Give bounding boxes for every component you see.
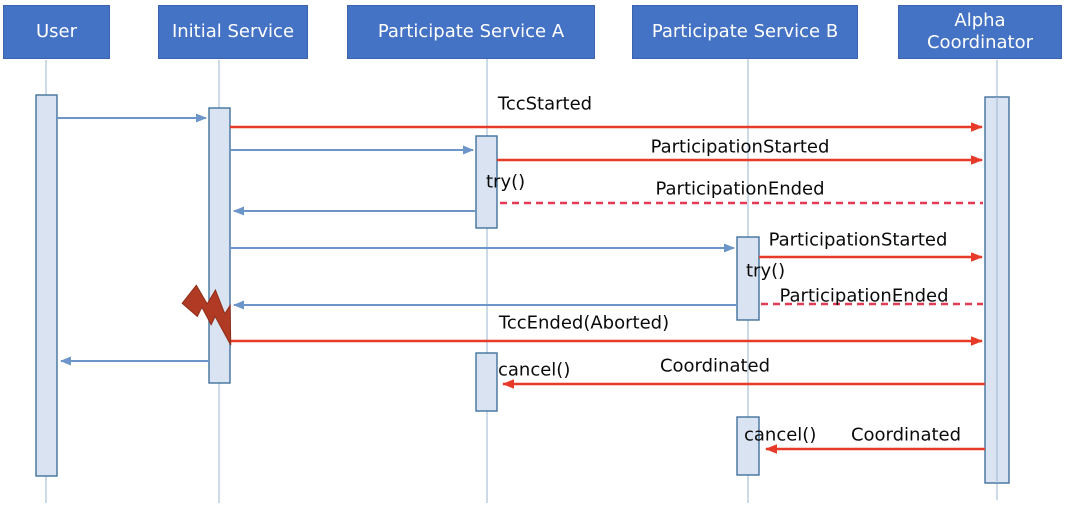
operation-label-try-a: try()	[486, 171, 526, 193]
return-event-lines	[500, 201, 983, 306]
message-label-coordinated-a: Coordinated	[659, 355, 771, 377]
activation-user	[35, 94, 58, 477]
participant-label: Alpha Coordinator	[926, 10, 1033, 53]
participant-user: User	[3, 5, 110, 59]
operation-label-cancel-b: cancel()	[744, 424, 817, 446]
participant-alpha-coordinator: Alpha Coordinator	[898, 5, 1062, 59]
sync-arrows	[57, 113, 737, 366]
message-label-tcc-started: TccStarted	[497, 93, 593, 115]
activation-service-b-try	[736, 236, 760, 321]
participant-label: Participate Service A	[377, 21, 565, 43]
activation-service-b-cancel	[736, 416, 760, 476]
message-label-tcc-ended-aborted: TccEnded(Aborted)	[498, 312, 670, 334]
activation-initial-service	[208, 107, 231, 384]
lightning-bolt-icon	[181, 284, 232, 346]
event-arrows	[230, 122, 985, 454]
operation-label-try-b: try()	[746, 260, 786, 282]
participant-label: User	[35, 21, 78, 43]
participant-label: Participate Service B	[651, 21, 839, 43]
message-label-participation-started-b: ParticipationStarted	[768, 229, 948, 251]
message-label-participation-ended-b: ParticipationEnded	[779, 285, 949, 307]
participant-service-b: Participate Service B	[632, 5, 858, 59]
operation-label-cancel-a: cancel()	[498, 359, 571, 381]
message-label-coordinated-b: Coordinated	[850, 424, 962, 446]
message-label-participation-started-a: ParticipationStarted	[650, 136, 830, 158]
activation-service-a-cancel	[475, 352, 498, 412]
message-label-participation-ended-a: ParticipationEnded	[655, 178, 825, 200]
participant-label: Initial Service	[171, 21, 295, 43]
activation-service-a-try	[475, 135, 498, 229]
participant-service-a: Participate Service A	[347, 5, 595, 59]
participant-initial-service: Initial Service	[158, 5, 308, 59]
